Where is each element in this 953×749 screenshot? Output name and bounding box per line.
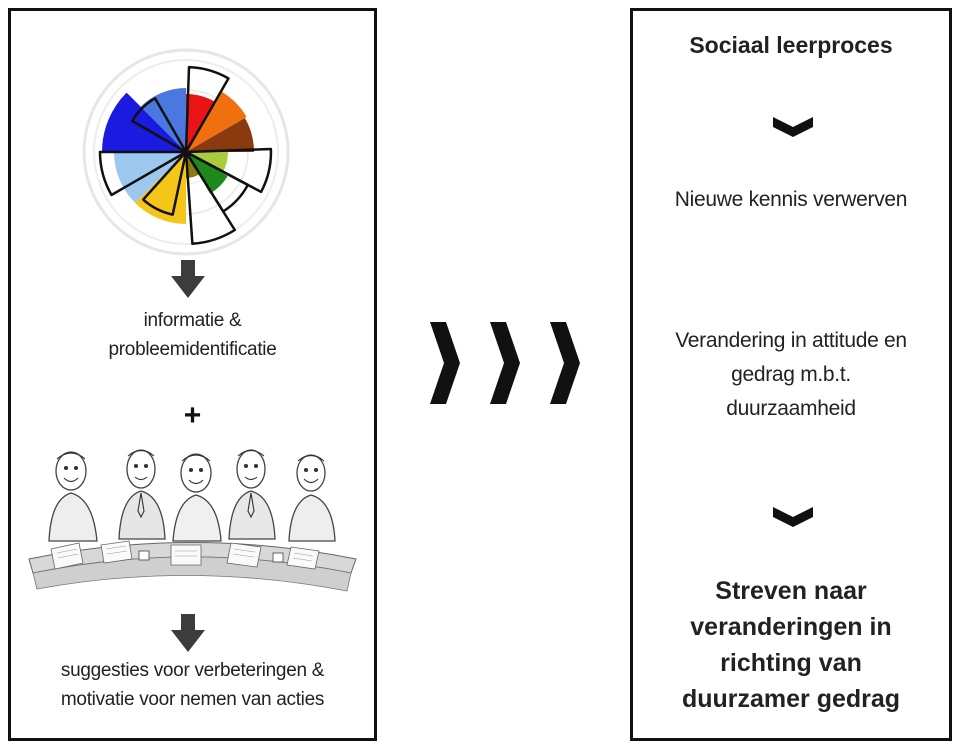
step-attitude-line1: Verandering in attitude en <box>675 329 907 352</box>
polar-rose-diagram <box>82 48 290 256</box>
chevron-right-icon <box>550 322 580 404</box>
goal-line1: Streven naar <box>715 577 867 605</box>
process-title: Sociaal leerproces <box>689 32 893 58</box>
middle-ring <box>93 59 279 245</box>
info-text-line2: probleemidentificatie <box>108 339 277 360</box>
sector-green <box>186 152 228 194</box>
goal-line2: veranderingen in <box>690 613 892 641</box>
chevron-arrows <box>430 322 580 404</box>
rose-outlines <box>98 65 273 246</box>
sector-mid-blue <box>140 87 186 152</box>
suggestions-text-line2: motivatie voor nemen van acties <box>60 689 325 710</box>
goal-line3: richting van <box>720 649 862 677</box>
sector-brown <box>186 118 254 152</box>
info-text: informatie & probleemidentificatie <box>11 306 374 364</box>
sector-orange <box>186 91 247 152</box>
step-attitude-change: Verandering in attitude en gedrag m.b.t.… <box>633 324 949 426</box>
left-panel: informatie & probleemidentificatie + <box>8 8 377 741</box>
step-attitude-line3: duurzaamheid <box>726 397 856 420</box>
sector-outline <box>98 150 188 197</box>
down-arrow-icon <box>171 614 205 652</box>
meeting-illustration <box>28 449 357 592</box>
info-text-line1: informatie & <box>143 310 242 331</box>
step-new-knowledge: Nieuwe kennis verwerven <box>674 188 908 211</box>
suggestions-text-line1: suggesties voor verbeteringen & <box>60 660 325 681</box>
chevron-down-icon <box>773 117 813 137</box>
sector-outline <box>184 65 230 154</box>
chevron-down-icon <box>773 507 813 527</box>
sector-light-blue <box>114 152 186 203</box>
goal-text: Streven naar veranderingen in richting v… <box>633 573 949 717</box>
sector-outline <box>184 147 273 194</box>
step-attitude-line2: gedrag m.b.t. <box>731 363 851 386</box>
goal-line4: duurzamer gedrag <box>681 685 901 713</box>
suggestions-text: suggesties voor verbeteringen & motivati… <box>11 656 374 714</box>
down-arrow-icon <box>171 260 205 298</box>
sector-outline <box>131 97 188 154</box>
sector-outline <box>184 150 237 246</box>
plus-sign: + <box>183 399 202 432</box>
sector-outline <box>141 150 188 216</box>
chevron-right-icon <box>430 322 460 404</box>
sector-blue <box>102 92 186 152</box>
right-panel: Sociaal leerproces Nieuwe kennis verwerv… <box>630 8 952 741</box>
outer-ring <box>82 48 290 256</box>
chevron-right-icon <box>490 322 520 404</box>
